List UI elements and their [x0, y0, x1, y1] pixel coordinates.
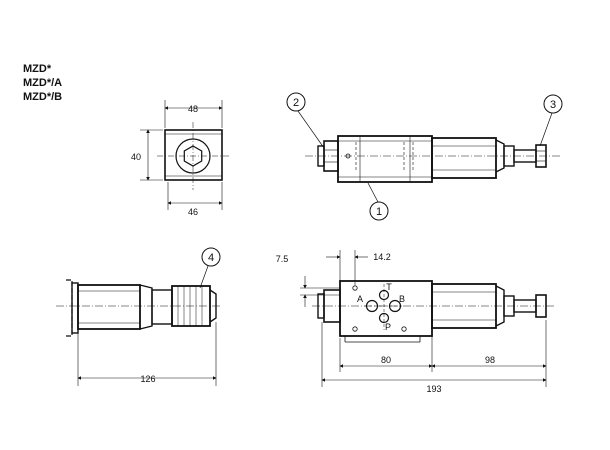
balloon-2: 2 — [293, 97, 299, 109]
front-view — [140, 100, 230, 210]
port-p-hole — [378, 312, 390, 324]
dim-front-width-bottom: 46 — [188, 207, 198, 217]
front-view-outline — [164, 129, 223, 181]
dim-overall-193: 193 — [426, 384, 441, 394]
port-label-b: B — [399, 294, 405, 304]
plan-view — [300, 250, 556, 387]
knurled-knob — [171, 285, 211, 327]
dim-front-height: 40 — [131, 152, 141, 162]
dim-body-80: 80 — [381, 355, 391, 365]
model-list: MZD* MZD*/A MZD*/B — [23, 62, 62, 104]
balloon-3: 3 — [550, 99, 556, 111]
knob-body — [77, 284, 141, 330]
adjust-screw-head — [535, 144, 547, 168]
dim-knob-length: 126 — [140, 374, 155, 384]
port-label-a: A — [357, 294, 363, 304]
balloon-4: 4 — [208, 252, 214, 264]
dim-front-width-top: 48 — [188, 104, 198, 114]
model-label: MZD*/B — [23, 91, 63, 103]
dim-cap-98: 98 — [485, 355, 495, 365]
valve-body — [337, 135, 433, 183]
cap-body — [431, 137, 497, 179]
dim-offset-7-5: 7.5 — [276, 254, 289, 264]
model-label: MZD*/A — [23, 77, 63, 89]
port-label-p: P — [385, 322, 391, 332]
plan-cap-body — [431, 283, 497, 329]
dim-offset-14-2: 14.2 — [373, 252, 391, 262]
side-view-knob — [56, 247, 222, 386]
model-label: MZD* — [23, 63, 52, 75]
side-view-top — [286, 92, 563, 221]
port-label-t: T — [386, 282, 392, 292]
balloon-1: 1 — [376, 206, 382, 218]
